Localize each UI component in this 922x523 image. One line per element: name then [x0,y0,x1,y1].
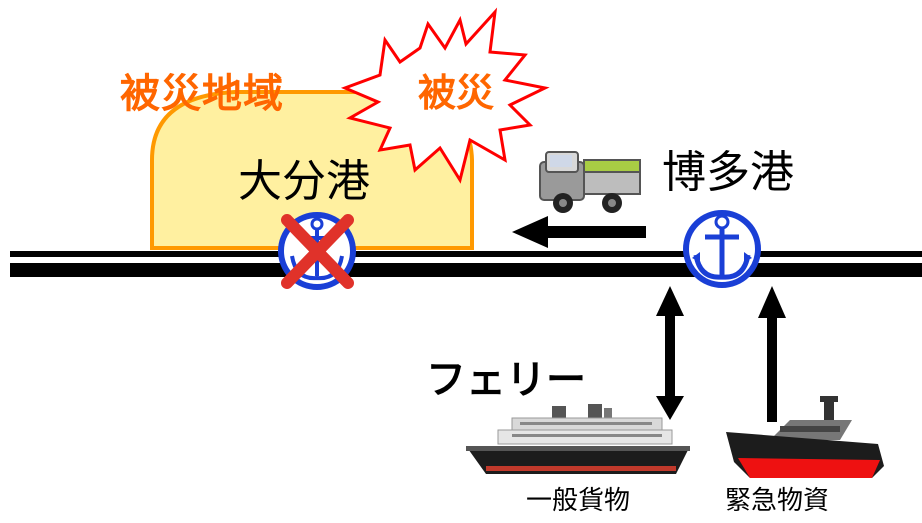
emergency-supplies-label: 緊急物資 [725,486,830,516]
tugboat-icon [726,396,884,478]
hakata-port-label: 博多港 [662,147,794,198]
general-cargo-label: 一般貨物 [526,486,631,516]
oita-port-label: 大分港 [238,156,370,207]
upward-arrow [758,286,786,422]
damage-label: 被災 [418,71,495,115]
anchor-icon [683,210,761,288]
ferry-ship-icon [466,404,690,474]
route-line [10,251,922,277]
ferry-label: フェリー [426,357,586,403]
damage-burst [340,7,550,184]
disaster-area-label: 被災地域 [120,71,284,117]
truck-icon [539,151,641,213]
bidirectional-arrow [656,286,684,420]
transport-arrow-left [512,216,646,248]
anchor-icon-crossed [278,212,356,290]
